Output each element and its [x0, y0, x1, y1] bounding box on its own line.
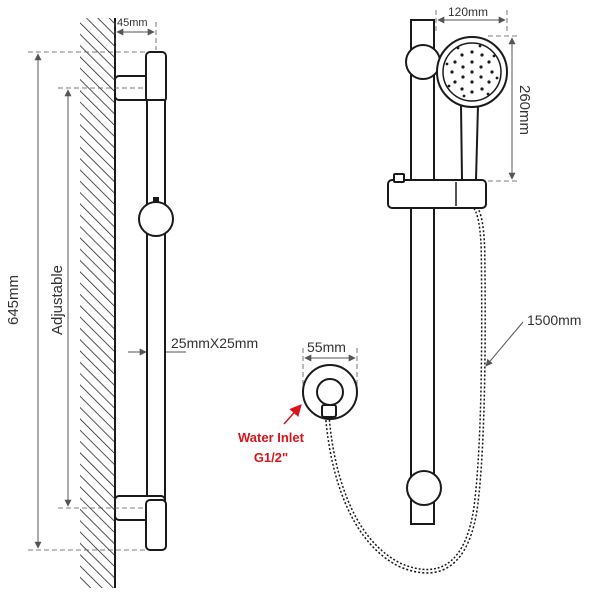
water-inlet-inner [316, 378, 344, 406]
water-inlet-thread-label: G1/2" [254, 450, 288, 465]
hose-length-label: 1500mm [527, 312, 581, 328]
total-height-label: 645mm [5, 275, 22, 325]
head-length-label: 260mm [516, 85, 533, 135]
wall-offset-label: 45mm [117, 17, 148, 29]
slider-button [393, 173, 405, 183]
water-inlet-arrow [283, 404, 302, 425]
head-diameter-label: 120mm [448, 5, 488, 19]
side-rail [146, 99, 166, 501]
slider-holder [387, 179, 487, 209]
hose-length-leader [485, 321, 524, 367]
bottom-knob [406, 470, 442, 506]
side-view: 45mm 645mm Adjustable 25mmX25mm [5, 17, 258, 588]
top-bracket-cap [145, 51, 167, 103]
rail-section-label: 25mmX25mm [171, 335, 258, 351]
shower-nozzles [445, 44, 499, 98]
front-view: 120mm 260mm 55mm 1500mm Water Inlet G1/2… [238, 5, 581, 574]
slider-stub [153, 197, 159, 203]
inlet-diameter-label: 55mm [307, 339, 346, 355]
wall-hatch [80, 18, 115, 588]
top-knob [405, 44, 441, 80]
bottom-bracket-cap [145, 499, 167, 551]
front-rail [410, 19, 435, 525]
shower-handle [459, 104, 480, 181]
water-inlet-nut [321, 404, 337, 418]
water-inlet-label: Water Inlet [238, 430, 305, 445]
adjustable-label: Adjustable [49, 265, 66, 335]
slider-knob [138, 201, 174, 237]
